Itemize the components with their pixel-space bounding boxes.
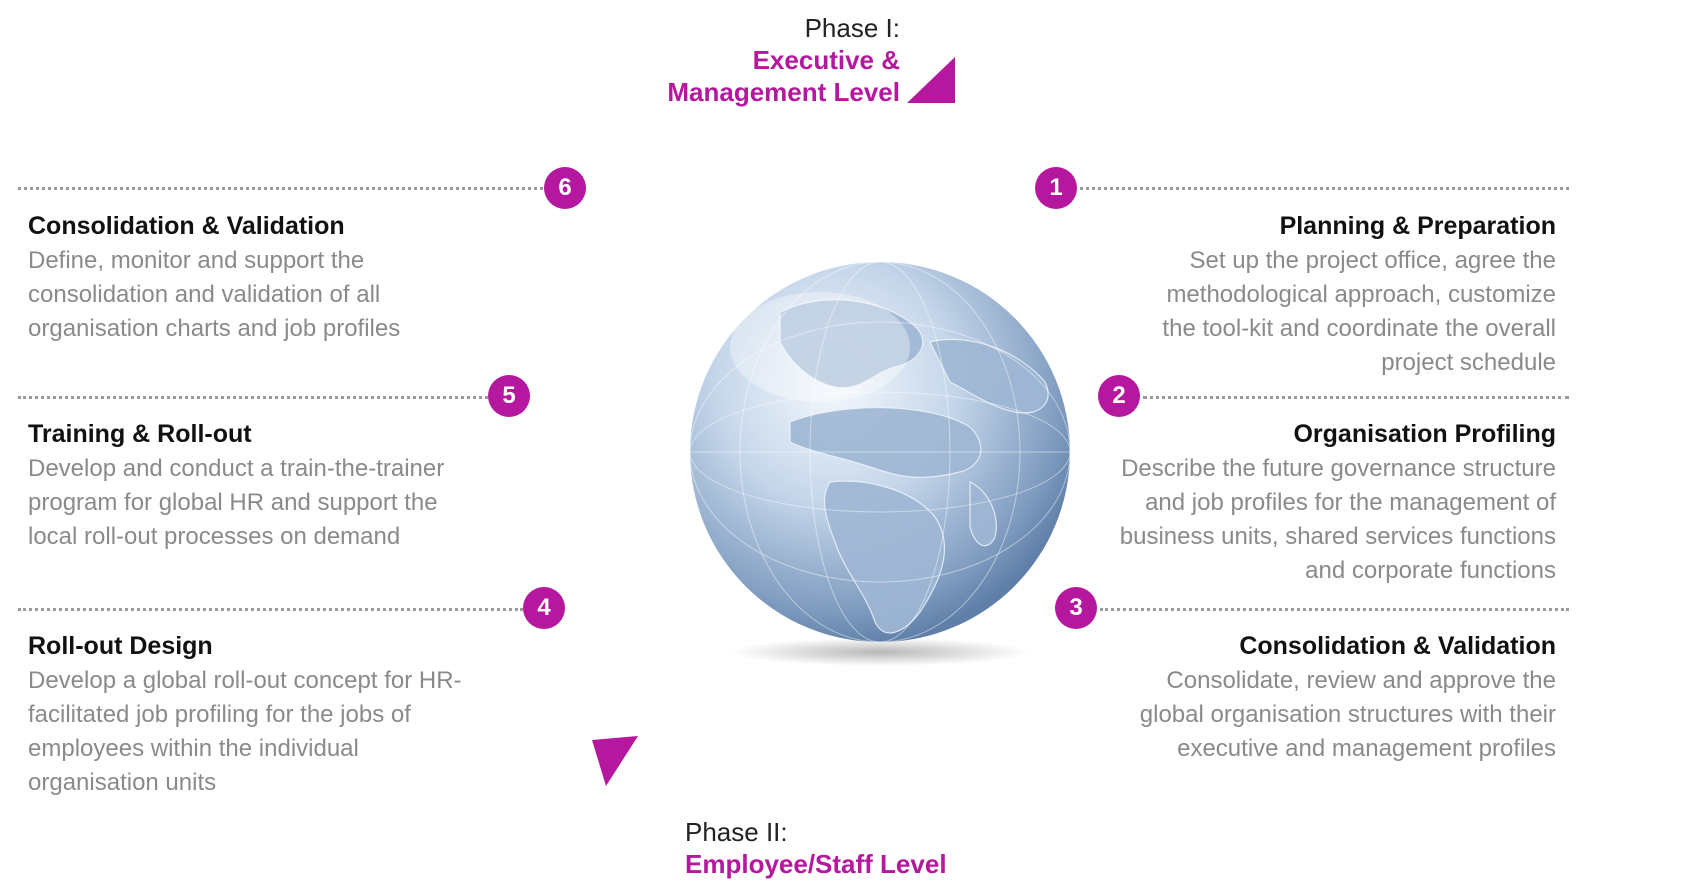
step-6-divider (18, 187, 543, 190)
step-4-title: Roll-out Design (28, 632, 213, 660)
phase-2-label-block: Phase II: Employee/Staff Level (685, 816, 1085, 880)
phase-2-label: Phase II: (685, 817, 788, 847)
phase-1-arrow-icon (907, 57, 955, 103)
step-5-divider (18, 396, 488, 399)
step-2-description: Describe the future governance structure… (1119, 455, 1556, 584)
step-6-badge: 6 (544, 167, 586, 209)
step-2-title: Organisation Profiling (1293, 420, 1556, 448)
step-1-description: Set up the project office, agree the met… (1162, 247, 1556, 376)
step-1-title: Planning & Preparation (1279, 212, 1556, 240)
step-4-badge: 4 (523, 587, 565, 629)
step-3-title: Consolidation & Validation (1239, 632, 1556, 660)
step-6-description: Define, monitor and support the consolid… (28, 247, 401, 342)
phase-2-arrow-icon (592, 736, 638, 786)
phase-1-label: Phase I: (804, 13, 900, 43)
globe-icon (690, 262, 1070, 666)
phase-1-label-block: Phase I: Executive & Management Level (600, 12, 900, 108)
phase-1-title-line2: Management Level (667, 77, 900, 107)
phase-1-title-line1: Executive & (752, 45, 900, 75)
step-2-divider (1143, 396, 1569, 399)
step-4-divider (18, 608, 523, 611)
step-5-description: Develop and conduct a train-the-trainer … (28, 455, 445, 550)
step-1-badge: 1 (1035, 167, 1077, 209)
step-3-divider (1100, 608, 1569, 611)
step-3-description: Consolidate, review and approve the glob… (1139, 667, 1556, 762)
step-2-badge: 2 (1098, 375, 1140, 417)
phase-2-title: Employee/Staff Level (685, 849, 947, 879)
step-6-title: Consolidation & Validation (28, 212, 345, 240)
step-5-badge: 5 (488, 375, 530, 417)
step-4-description: Develop a global roll-out concept for HR… (28, 667, 462, 796)
step-3-badge: 3 (1055, 587, 1097, 629)
step-1-divider (1080, 187, 1569, 190)
step-5-title: Training & Roll-out (28, 420, 252, 448)
